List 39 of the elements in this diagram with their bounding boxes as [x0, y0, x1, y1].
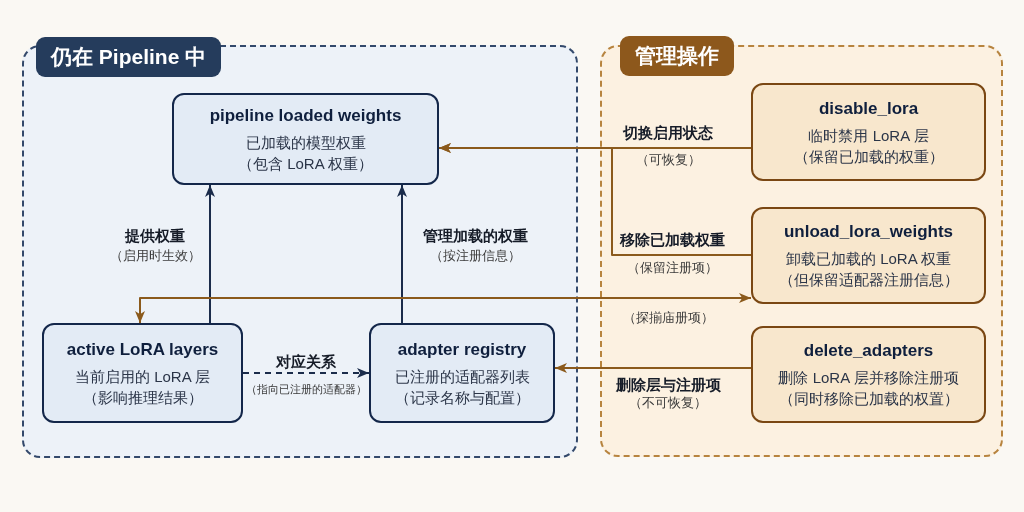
- process-box: [172, 93, 439, 185]
- description-text: （记录名称与配置）: [394, 387, 530, 408]
- section-heading: 管理操作: [620, 36, 734, 76]
- description-text: （但保留适配器注册信息）: [778, 270, 959, 290]
- arrow: [397, 184, 407, 324]
- title-text: pipeline loaded weights: [209, 104, 402, 127]
- description-text: （同时移除已加载的权置）: [778, 389, 959, 409]
- process-box: [751, 207, 986, 304]
- edge-label: 提供权重（启用时生效）: [109, 227, 201, 265]
- edge-label: 对应关系（指向已注册的适配器）: [245, 353, 367, 397]
- process-box: [369, 323, 555, 423]
- edge-label: （探揃庙册项）: [622, 309, 714, 327]
- title-text: adapter registry: [397, 338, 527, 361]
- process-box: [751, 83, 986, 181]
- edge-label: 切换启用状态（可恢复）: [623, 124, 713, 169]
- edge-label: 管理加载的权重（按注册信息）: [422, 227, 528, 265]
- description-text: （包含 LoRA 权重）: [238, 153, 373, 174]
- title-text: active LoRA layers: [66, 338, 219, 361]
- description-text: 卸载已加载的 LoRA 权重: [786, 249, 951, 269]
- description-text: （保留已加载的权重）: [793, 146, 944, 167]
- arrow: [205, 184, 215, 324]
- description-text: 临时禁用 LoRA 层: [808, 125, 929, 146]
- title-text: unload_lora_weights: [783, 221, 954, 243]
- edge-label: 删除层与注册项（不可恢复）: [615, 376, 721, 412]
- edge-label: 移除已加载权重（保留注册项）: [619, 231, 725, 277]
- dashed-arrow: [242, 368, 370, 378]
- arrow: [135, 293, 752, 324]
- description-text: 已注册的适配器列表: [394, 366, 530, 387]
- title-text: delete_adapters: [803, 340, 934, 362]
- description-text: 已加载的模型权重: [245, 132, 366, 153]
- title-text: disable_lora: [818, 97, 919, 120]
- description-text: 删除 LoRA 层并移除注册项: [778, 368, 959, 388]
- arrow: [438, 143, 752, 256]
- description-text: 当前启用的 LoRA 层: [75, 366, 210, 387]
- process-box: [42, 323, 243, 423]
- description-text: （影响推理结果）: [82, 387, 203, 408]
- arrow: [554, 363, 752, 373]
- section-heading: 仍在 Pipeline 中: [36, 37, 222, 77]
- process-box: [751, 326, 986, 423]
